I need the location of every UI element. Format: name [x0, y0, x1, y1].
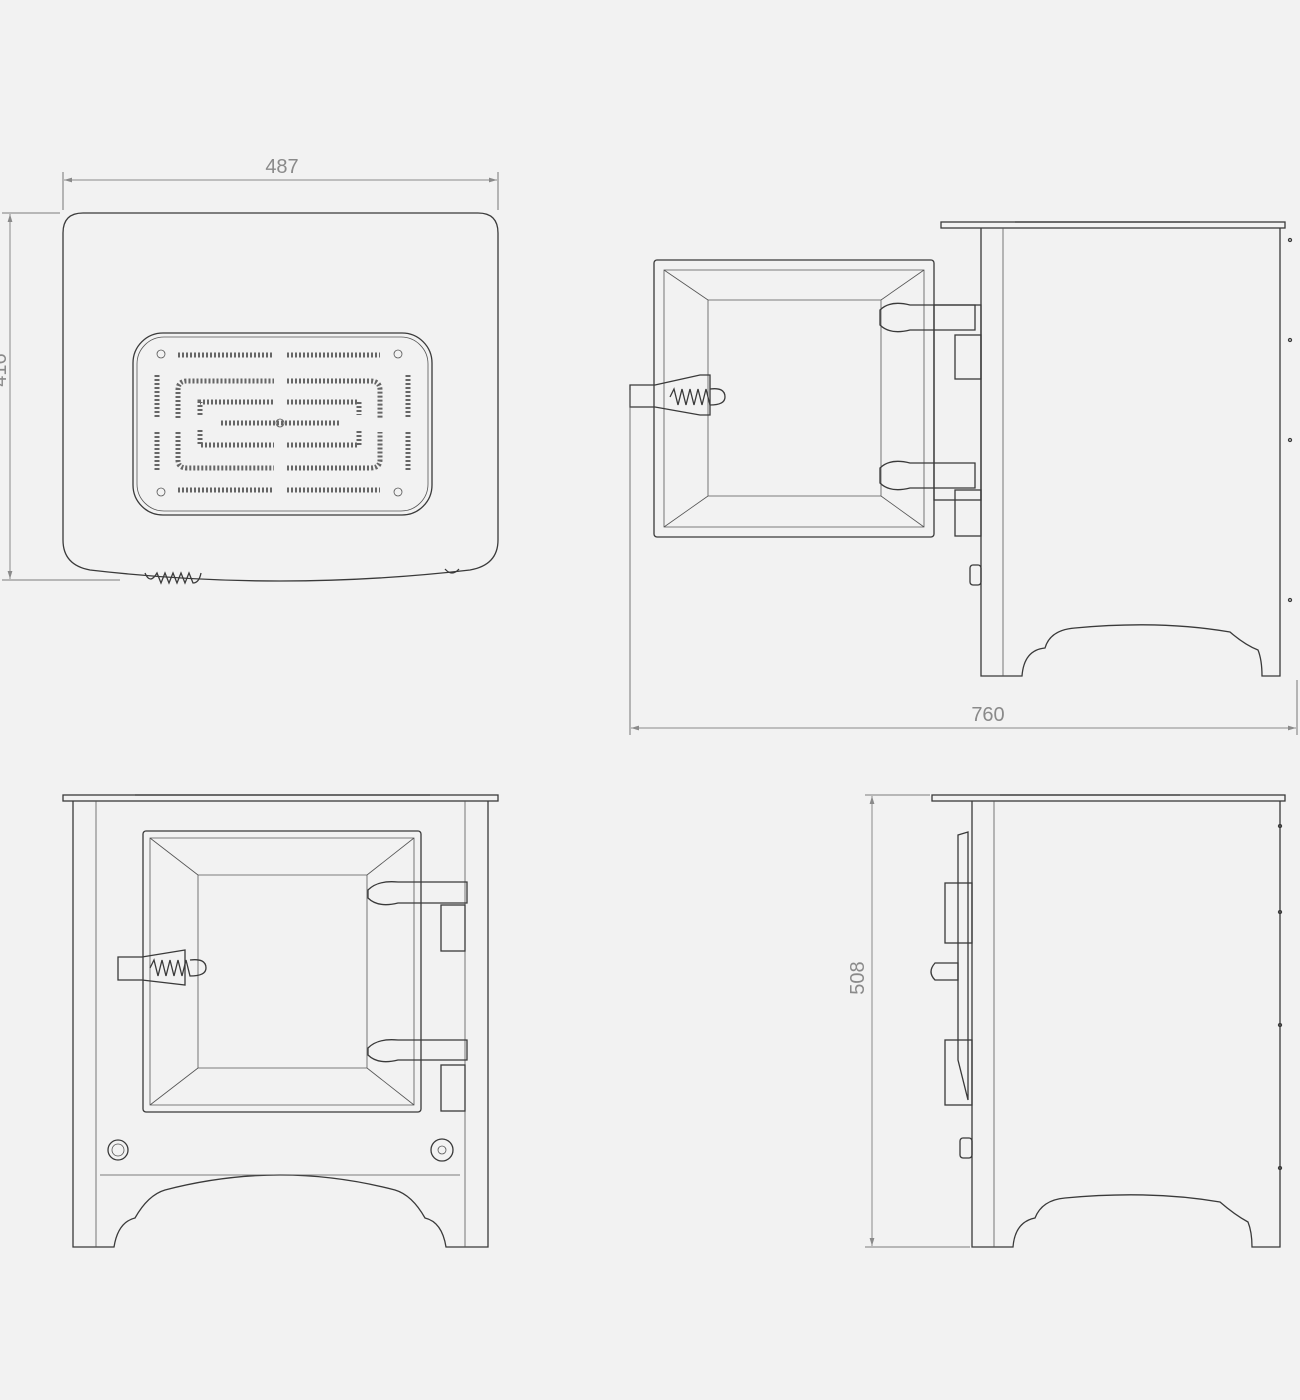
grate-pattern: [154, 349, 411, 497]
dimension-label-760: 760: [971, 704, 1004, 726]
side-view: [930, 794, 1286, 1248]
dimension-label-depth: 416: [0, 353, 11, 386]
dimension-overall-depth: 760: [629, 390, 1298, 735]
dimension-height: 508: [847, 794, 970, 1248]
front-view: [62, 794, 499, 1248]
dimension-label-487: 487: [265, 156, 298, 178]
dimension-top-depth: 416: [0, 212, 120, 581]
top-view: [62, 212, 499, 585]
side-view-door-open: [629, 221, 1293, 677]
dimension-top-width: 487: [62, 156, 499, 210]
dimension-label-508: 508: [847, 961, 869, 994]
